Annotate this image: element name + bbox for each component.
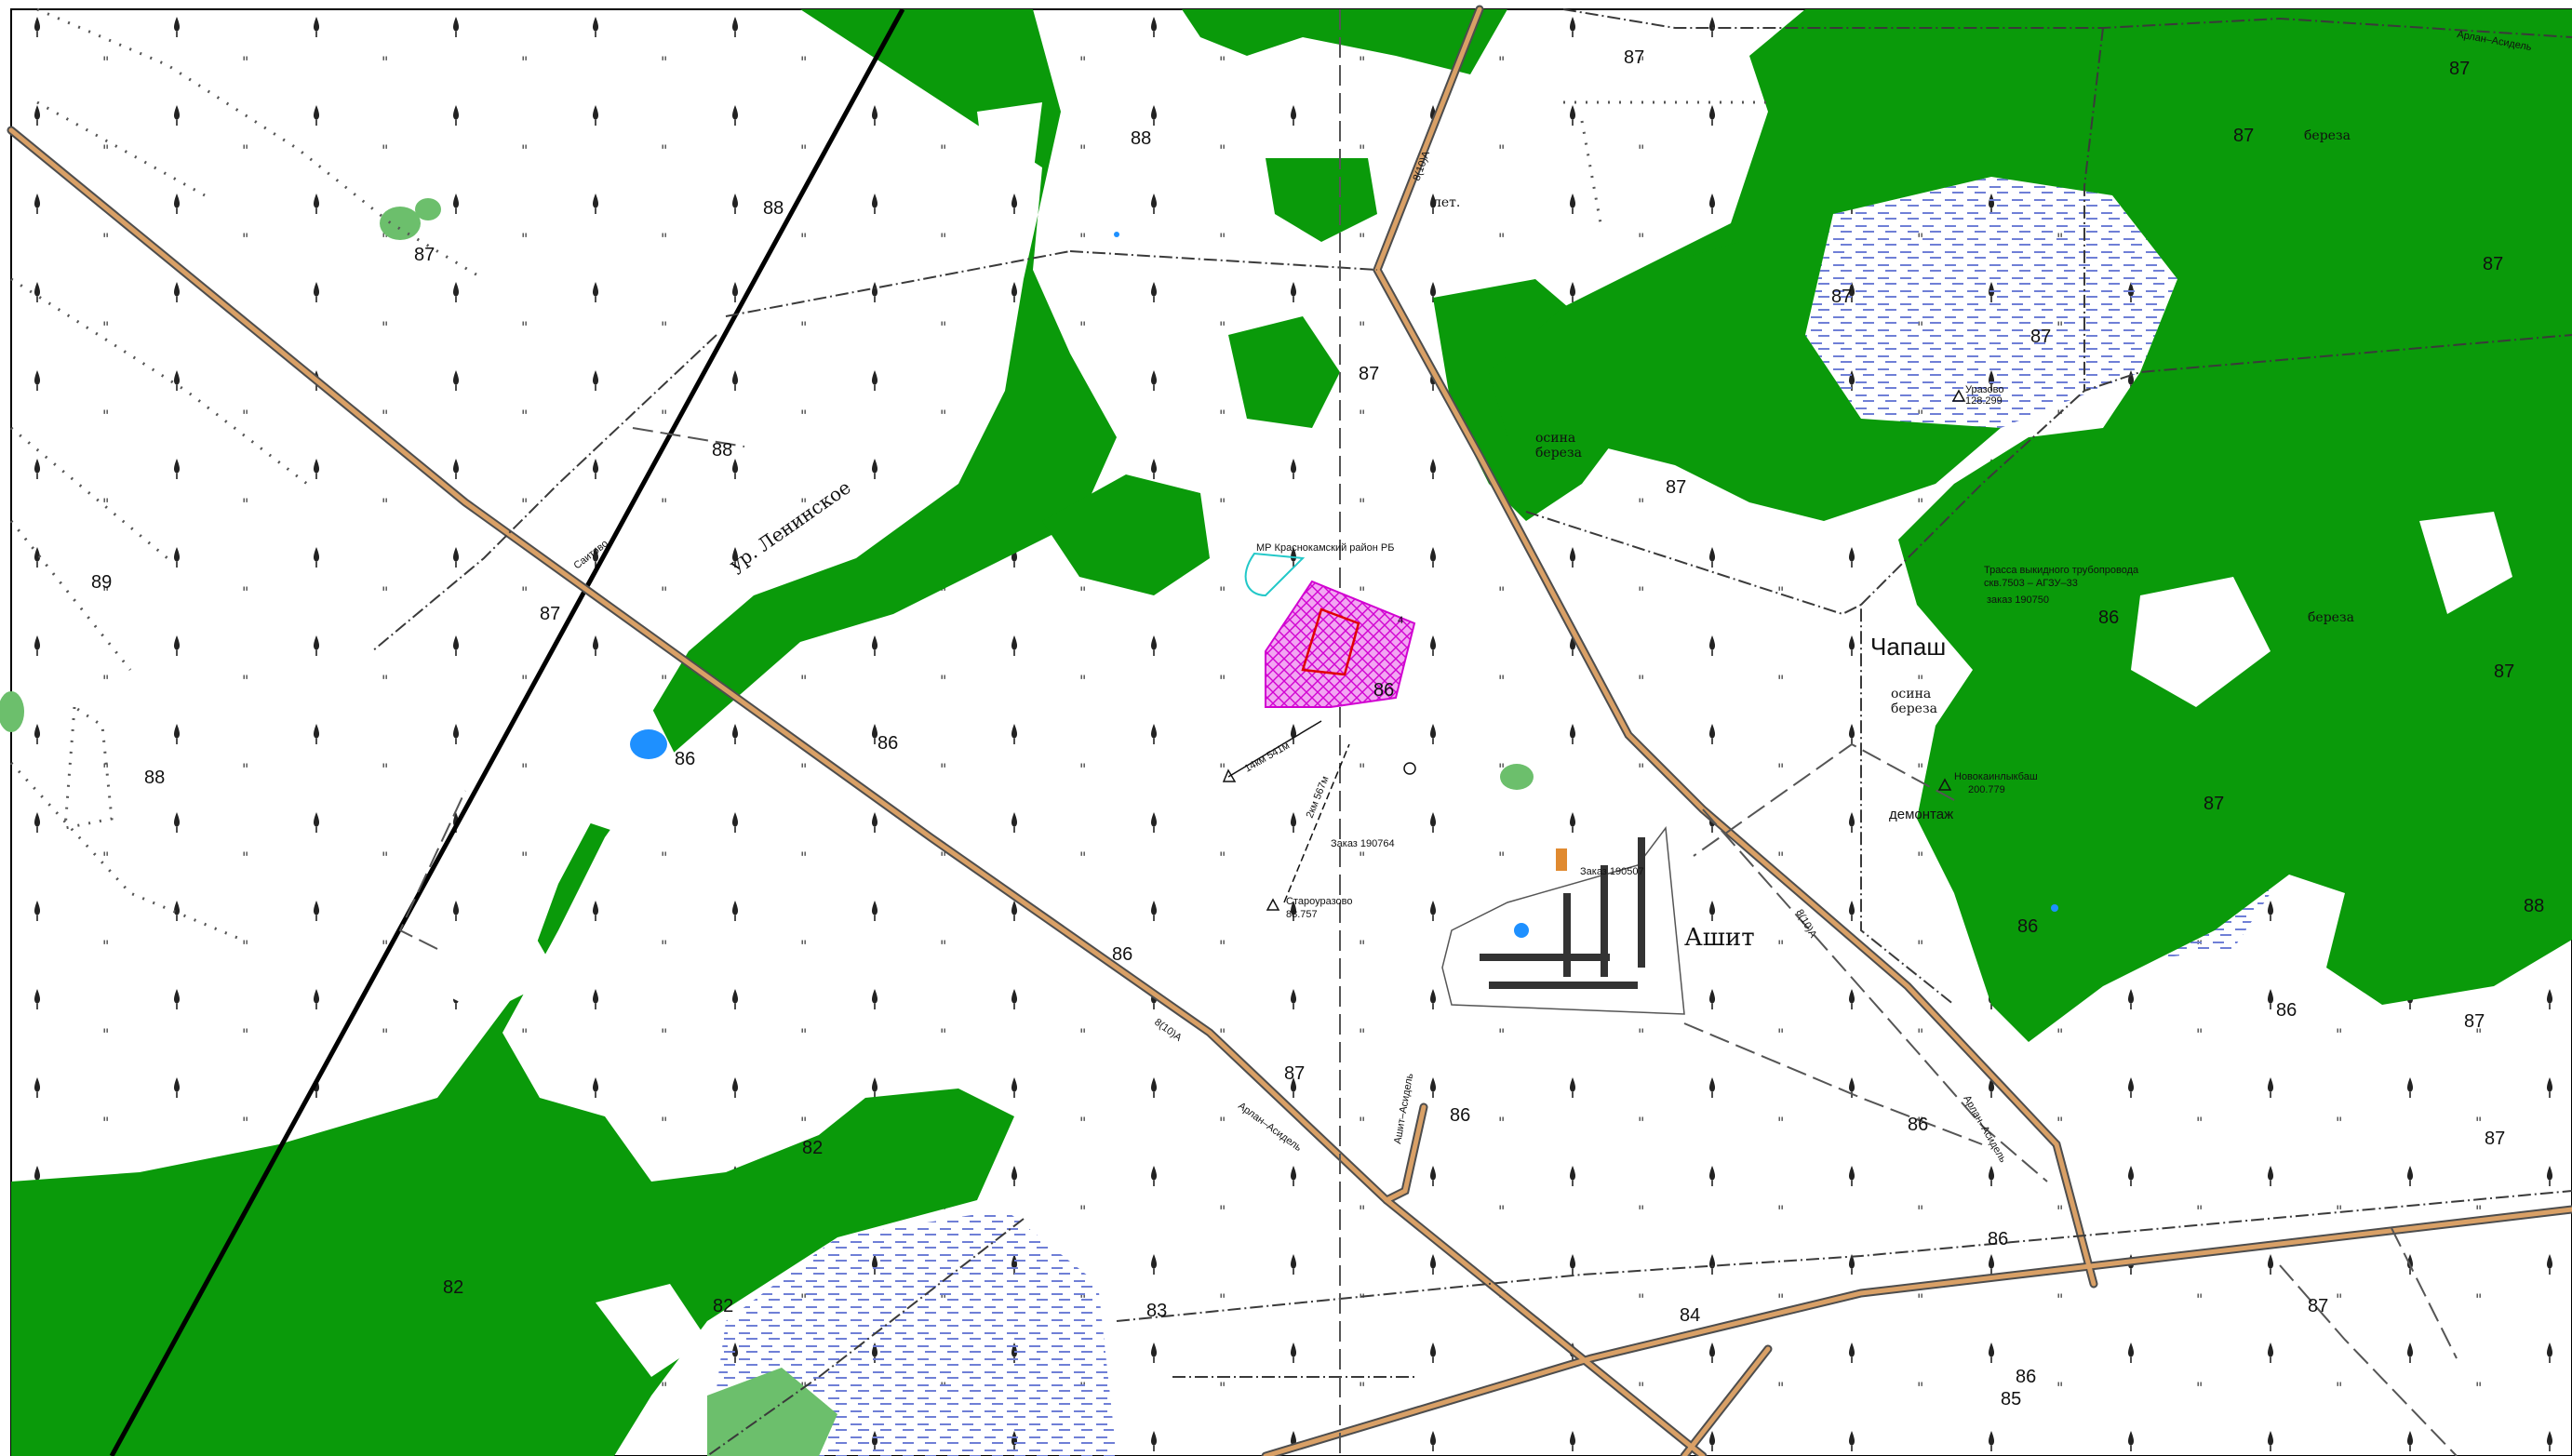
spot-height: 82 bbox=[802, 1138, 823, 1158]
spot-height: 87 bbox=[414, 245, 435, 265]
spot-height: 87 bbox=[1666, 477, 1686, 498]
light-forest bbox=[0, 198, 1534, 1456]
spot-height: 89 bbox=[91, 572, 112, 593]
spot-height: 82 bbox=[443, 1277, 463, 1298]
survey-order-3: Заказ 190507 bbox=[1580, 866, 1644, 877]
pipeline-label-1: Трасса выкидного трубопровода bbox=[1984, 565, 2139, 576]
spot-height: 87 bbox=[1359, 364, 1379, 384]
settlement-ashit bbox=[1441, 826, 1685, 1015]
dotted-tracks bbox=[9, 7, 1768, 942]
pipeline-label-2: скв.7503 – АГЗУ–33 bbox=[1984, 578, 2078, 589]
trig-elev-1: 88.757 bbox=[1286, 909, 1318, 920]
spot-height: 86 bbox=[877, 733, 898, 754]
spot-height: 86 bbox=[1112, 944, 1132, 965]
spot-height: 87 bbox=[540, 604, 560, 624]
spot-height: 88 bbox=[144, 768, 165, 788]
spot-height: 86 bbox=[2276, 1000, 2297, 1021]
trig-name-1: Староуразово bbox=[1286, 896, 1352, 907]
spot-height: 86 bbox=[2098, 608, 2119, 628]
survey-plot[interactable] bbox=[1222, 552, 1416, 903]
spot-height: 86 bbox=[2017, 916, 2038, 937]
spot-height: 88 bbox=[2524, 896, 2544, 916]
spot-height: 84 bbox=[1680, 1305, 1700, 1326]
spot-height: 87 bbox=[2483, 254, 2503, 274]
place-label-ashit: Ашит bbox=[1684, 924, 1755, 952]
veg-label-let: лет. bbox=[1433, 195, 1460, 210]
spot-height: 87 bbox=[1831, 287, 1852, 307]
spot-height: 87 bbox=[1284, 1063, 1305, 1084]
survey-district-label: МР Краснокамский район РБ bbox=[1256, 542, 1394, 554]
trig-elev-3: 128.299 bbox=[1965, 395, 2003, 407]
spot-height: 87 bbox=[2030, 327, 2051, 347]
spot-heights: 87 88 87 89 88 88 87 86 86 88 86 87 86 8… bbox=[91, 47, 2544, 1409]
spot-height: 86 bbox=[2016, 1367, 2036, 1387]
spot-height: 85 bbox=[2001, 1389, 2021, 1409]
dismantle-label: демонтаж bbox=[1889, 807, 1953, 822]
trig-elev-2: 200.779 bbox=[1968, 784, 2005, 795]
spot-height: 87 bbox=[1624, 47, 1644, 68]
dirt-tracks bbox=[398, 9, 2458, 1456]
trig-name-3: Уразово bbox=[1965, 384, 2003, 395]
trig-name-2: Новокаинлыкбаш bbox=[1954, 771, 2038, 782]
water-bodies bbox=[630, 232, 2058, 912]
spot-height: 87 bbox=[2449, 59, 2470, 79]
main-roads bbox=[7, 5, 2572, 1456]
spot-height: 87 bbox=[2204, 794, 2224, 814]
spot-height: 87 bbox=[2464, 1011, 2485, 1032]
spot-height: 86 bbox=[1988, 1229, 2008, 1249]
spot-height: 88 bbox=[712, 440, 732, 461]
spot-height: 86 bbox=[1373, 680, 1394, 701]
spot-height: 83 bbox=[1146, 1301, 1167, 1321]
spot-height: 86 bbox=[1450, 1105, 1470, 1126]
survey-plot-number: 4 bbox=[1398, 615, 1403, 626]
survey-order-2: заказ 190750 bbox=[1987, 594, 2049, 606]
spot-height: 87 bbox=[2308, 1296, 2328, 1316]
spot-height: 88 bbox=[1131, 128, 1151, 149]
spot-height: 87 bbox=[2494, 661, 2514, 682]
pipelines bbox=[371, 8, 2572, 1456]
clearings bbox=[428, 102, 2512, 1377]
spot-height: 87 bbox=[2233, 126, 2254, 146]
railway-line bbox=[109, 7, 905, 1456]
trig-point-markers bbox=[1266, 389, 1966, 911]
spot-height: 86 bbox=[1908, 1115, 1928, 1135]
spot-height: 87 bbox=[2485, 1129, 2505, 1149]
spot-height: 88 bbox=[763, 198, 784, 219]
place-label-chapash: Чапаш bbox=[1870, 633, 1946, 661]
veg-label-bereza-2: береза bbox=[2308, 610, 2354, 625]
veg-label-bereza-1: береза bbox=[2304, 128, 2351, 143]
survey-order-1: Заказ 190764 bbox=[1331, 838, 1395, 849]
spot-height: 86 bbox=[675, 749, 695, 769]
spot-height: 82 bbox=[713, 1296, 733, 1316]
